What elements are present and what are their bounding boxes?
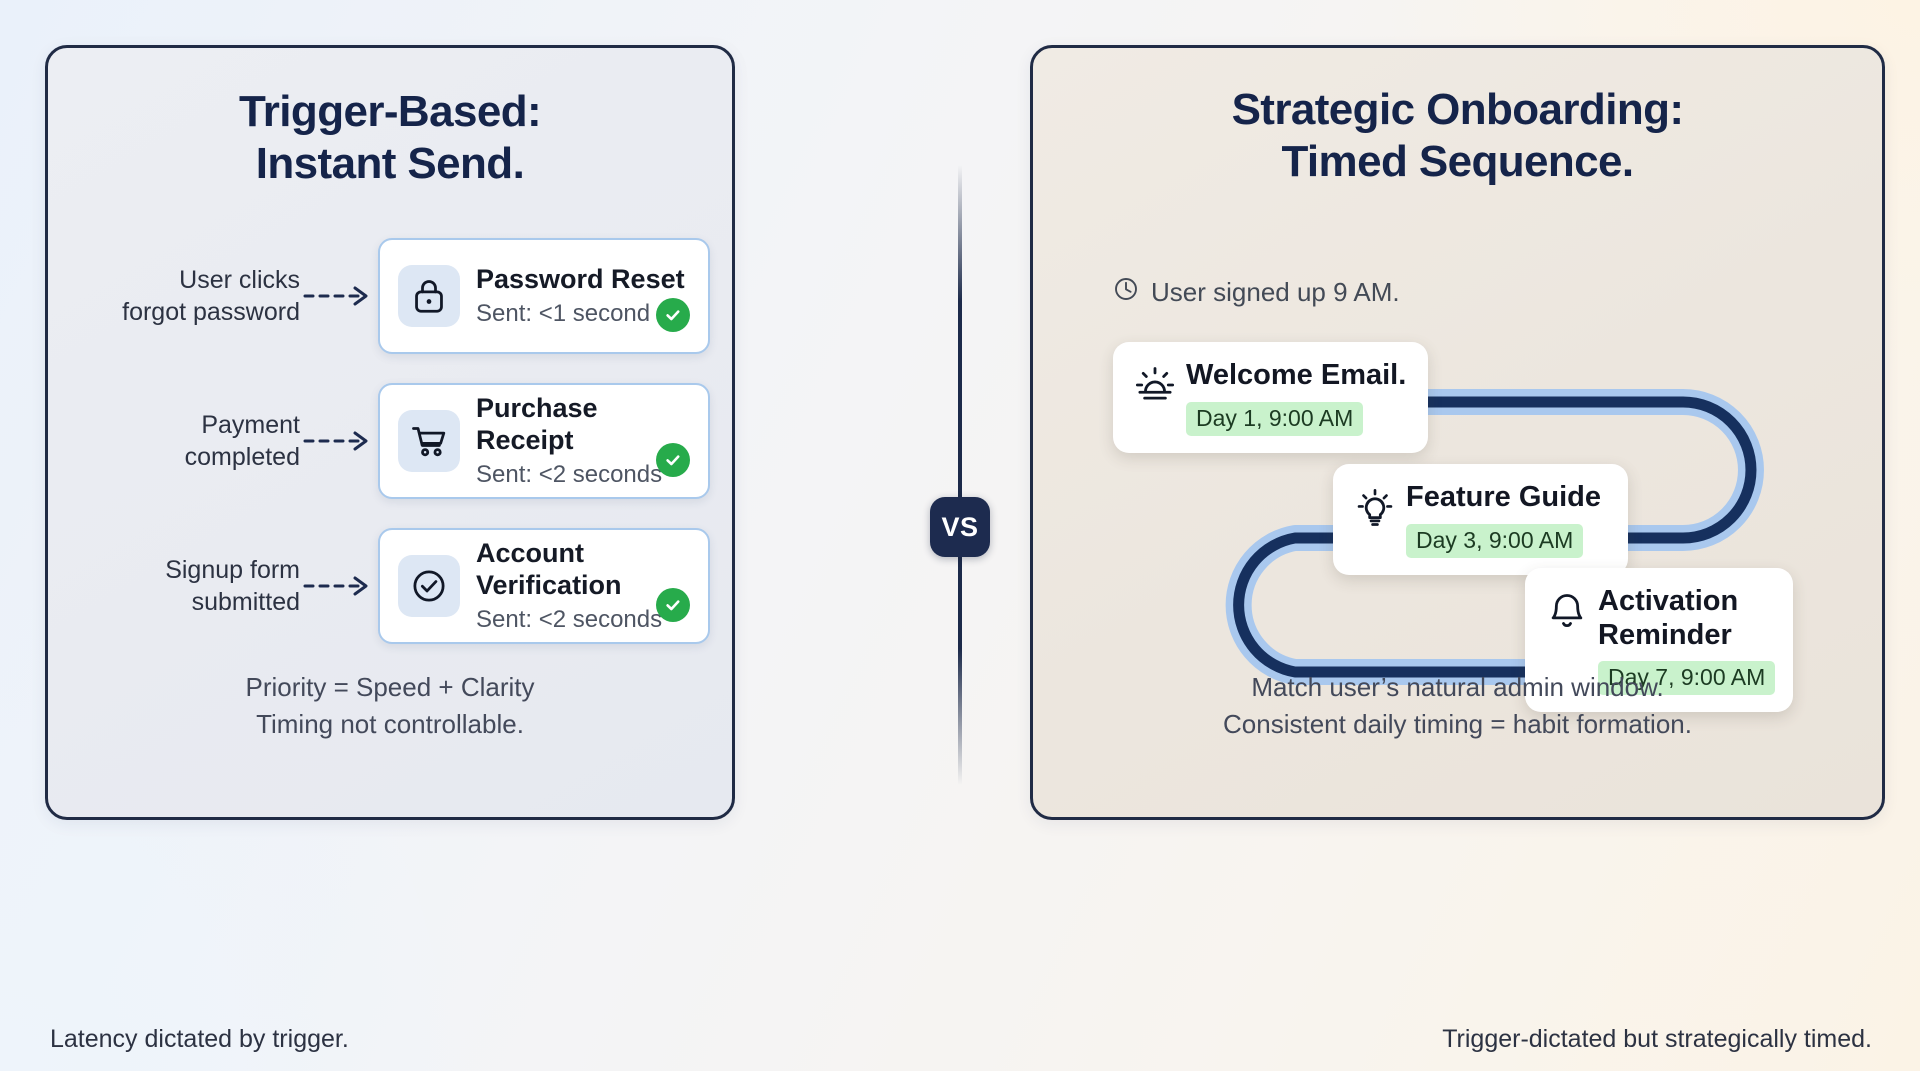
trigger-label: User clicks forgot password [70,264,300,328]
sequence-card-chip: Day 1, 9:00 AM [1186,401,1364,436]
email-card-text: Password Reset Sent: <1 second [476,264,690,328]
email-card-subtitle: Sent: <2 seconds [476,460,663,488]
caption-left: Latency dictated by trigger. [50,1025,349,1053]
trigger-label-line-2: submitted [191,588,300,616]
email-card-title: Password Reset [476,263,685,294]
left-title-line-2: Instant Send. [255,138,525,188]
email-card[interactable]: Account Verification Sent: <2 seconds [378,528,710,644]
panel-strategic-onboarding: Strategic Onboarding: Timed Sequence. Us… [1030,45,1885,820]
lock-icon [398,265,460,327]
right-title-line-2: Timed Sequence. [1281,136,1634,186]
check-icon [666,600,680,611]
sequence-card-title: Welcome Email. [1186,359,1407,391]
status-badge [656,298,690,332]
email-card[interactable]: Password Reset Sent: <1 second [378,238,710,354]
right-panel-title: Strategic Onboarding: Timed Sequence. [1033,84,1882,188]
email-card-text: Purchase Receipt Sent: <2 seconds [476,393,690,488]
caption-right: Trigger-dictated but strategically timed… [1442,1025,1872,1053]
trigger-row: Payment completed [48,383,732,499]
email-card-subtitle: Sent: <1 second [476,300,651,328]
right-footnote-line-1: Match user’s natural admin window. [1251,672,1664,703]
trigger-row-list: User clicks forgot password [48,238,732,673]
sequence-card-chip: Day 3, 9:00 AM [1406,523,1584,558]
email-card[interactable]: Purchase Receipt Sent: <2 seconds [378,383,710,499]
sequence-card-title: Feature Guide [1406,481,1601,513]
sequence-card-body: Feature Guide Day 3, 9:00 AM [1406,481,1601,558]
trigger-label-line-1: Payment [201,411,300,439]
left-footnote-line-1: Priority = Speed + Clarity [245,672,535,703]
left-title-line-1: Trigger-Based: [238,87,542,136]
timeline-sequence: Welcome Email. Day 1, 9:00 AM Feature Gu… [1033,306,1882,736]
trigger-row: Signup form submitted [48,528,732,644]
sequence-card-body: Activation Reminder Day 7, 9:00 AM [1598,585,1776,696]
bell-icon [1542,585,1592,633]
trigger-label-line-2: completed [184,443,300,471]
trigger-label-line-2: forgot password [122,298,300,326]
dashed-arrow-icon [300,285,378,307]
right-footnote-line-2: Consistent daily timing = habit formatio… [1223,709,1692,740]
center-divider [958,165,962,785]
shopping-cart-icon [398,410,460,472]
sequence-card-welcome-email[interactable]: Welcome Email. Day 1, 9:00 AM [1113,342,1428,453]
trigger-label: Payment completed [70,409,300,473]
email-card-subtitle: Sent: <2 seconds [476,605,663,633]
check-icon [666,455,680,466]
left-panel-title: Trigger-Based: Instant Send. [48,86,732,190]
sequence-card-title: Activation Reminder [1598,585,1739,651]
signup-note-text: User signed up 9 AM. [1151,277,1400,307]
left-panel-footnote: Priority = Speed + Clarity Timing not co… [48,669,732,743]
sequence-card-body: Welcome Email. Day 1, 9:00 AM [1186,359,1406,436]
trigger-label: Signup form submitted [70,554,300,618]
signup-note: User signed up 9 AM. [1113,276,1400,309]
check-circle-icon [398,555,460,617]
status-badge [656,443,690,477]
sequence-card-feature-guide[interactable]: Feature Guide Day 3, 9:00 AM [1333,464,1628,575]
check-icon [666,310,680,321]
trigger-row: User clicks forgot password [48,238,732,354]
trigger-label-line-1: User clicks [179,266,300,294]
lightbulb-icon [1350,481,1400,529]
left-footnote-line-2: Timing not controllable. [256,709,524,740]
email-card-title: Purchase Receipt [476,393,598,455]
right-title-line-1: Strategic Onboarding: [1231,85,1684,134]
vs-badge: VS [930,497,990,557]
sequence-card-chip: Day 7, 9:00 AM [1598,661,1776,696]
sunrise-icon [1130,359,1180,405]
status-badge [656,588,690,622]
sequence-path [1225,389,1764,685]
email-card-text: Account Verification Sent: <2 seconds [476,538,690,633]
email-card-title: Account Verification [476,538,622,600]
dashed-arrow-icon [300,430,378,452]
trigger-label-line-1: Signup form [165,556,300,584]
dashed-arrow-icon [300,575,378,597]
clock-icon [1113,276,1139,309]
right-panel-footnote: Match user’s natural admin window. Consi… [1033,669,1882,743]
panel-trigger-based: Trigger-Based: Instant Send. User clicks… [45,45,735,820]
sequence-card-activation-reminder[interactable]: Activation Reminder Day 7, 9:00 AM [1525,568,1793,713]
